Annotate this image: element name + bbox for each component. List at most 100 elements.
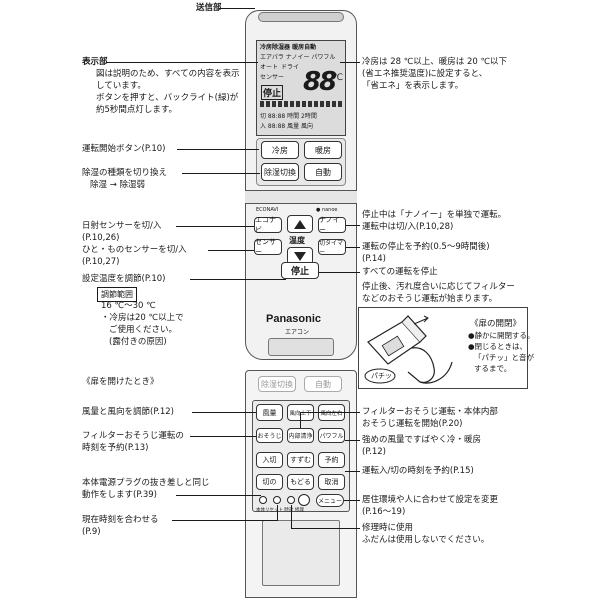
- callout-power-plug1: 本体電源プラグの抜き差しと同じ: [82, 478, 210, 488]
- arrow-up-icon: [294, 219, 306, 229]
- callout-cool-temp1: 冷房は 28 ℃以上、暖房は 20 ℃以下: [362, 57, 508, 67]
- door-click-label: パチッ: [371, 372, 392, 380]
- callout-display-desc2: しています。: [96, 81, 146, 91]
- stop-button[interactable]: 停止: [281, 262, 319, 279]
- callout-sun-sensor: 日射センサーを切/入: [82, 221, 162, 231]
- door-howto1: ●静かに開閉する。: [468, 331, 535, 340]
- cool-note2: ご使用ください。: [109, 325, 178, 335]
- off-timer-button[interactable]: 切タイマー: [318, 239, 346, 256]
- callout-onoff-timer: 運転入/切の時刻を予約(P.15): [362, 466, 474, 476]
- callout-powerful2: (P.12): [362, 447, 386, 457]
- leader-start: [177, 149, 259, 150]
- callout-stop-timer: 運転の停止を予約(0.5～9時間後): [362, 242, 490, 252]
- callout-person-sensor-ref: (P.10,27): [82, 257, 120, 267]
- leader-filter-timer: [190, 436, 256, 437]
- signal-emitter: [258, 12, 344, 22]
- callout-cool-temp2: (省エネ推奨温度)に設定すると、: [362, 69, 488, 79]
- leader-dehumid: [182, 173, 260, 174]
- small-button-labels: 本体リセット 時計 修理: [256, 508, 304, 513]
- cancel-button[interactable]: 取消: [318, 474, 345, 490]
- back-button[interactable]: もどる: [287, 474, 314, 490]
- callout-stop-timer-ref: (P.14): [362, 254, 386, 264]
- lcd-row6: 入 88:88 風量 風向: [260, 123, 314, 130]
- filter-clean-button[interactable]: おそうじ: [256, 428, 283, 443]
- leader-filter-clean-v: [300, 412, 301, 428]
- callout-stop-all: すべての運転を停止: [362, 267, 438, 277]
- econavi-label: ECONAVI: [256, 207, 279, 213]
- sensor-button[interactable]: センサー: [254, 238, 282, 256]
- leader-filter-clean: [300, 412, 360, 413]
- callout-filter-clean1: フィルターおそうじ運転・本体内部: [362, 407, 498, 417]
- callout-power-plug2: 動作をします(P.39): [82, 490, 157, 500]
- bottom-dehumid-button[interactable]: 除湿切換: [258, 376, 296, 392]
- dehumid-switch-button[interactable]: 除湿切換: [261, 163, 299, 181]
- callout-nanoe2: 運転中は切/入(P.10,28): [362, 222, 454, 232]
- callout-nanoe1: 停止中は「ナノイー」を単独で運転。: [362, 210, 507, 220]
- callout-clock2: (P.9): [82, 527, 101, 537]
- product-label: エアコン: [285, 329, 310, 336]
- auto-button[interactable]: 自動: [304, 163, 342, 181]
- lcd-stop: 停止: [261, 85, 284, 100]
- cool-button[interactable]: 冷房: [261, 141, 299, 159]
- callout-display-desc1: 図は説明のため、すべての内容を表示: [96, 69, 240, 79]
- hinge-band: [245, 190, 357, 204]
- leader-person-sensor: [208, 250, 254, 251]
- setting-round-button[interactable]: [298, 494, 310, 506]
- sleep-button[interactable]: すずむ: [287, 452, 314, 468]
- clock-button[interactable]: [273, 496, 281, 504]
- lcd-row5: 切 88:88 時間 2時間: [260, 113, 317, 120]
- internal-clean-button[interactable]: 内部清浄: [287, 428, 314, 443]
- lcd-auto: オート: [260, 64, 279, 71]
- callout-display-title: 表示部: [82, 57, 108, 67]
- door-open-heading: 《扉を開けたとき》: [82, 377, 159, 387]
- menu-button[interactable]: メニュー: [316, 494, 344, 507]
- leader-nanoe: [346, 225, 360, 226]
- door-howto3: 「パチッ」と音が: [474, 353, 534, 362]
- callout-display-desc4: 約5秒間点灯します。: [96, 105, 178, 115]
- leader-clock: [172, 520, 277, 521]
- leader-sun-sensor: [176, 226, 254, 227]
- nanoe-label: ● nanoe: [316, 207, 338, 213]
- callout-filter-timer2: 時刻を予約(P.13): [82, 443, 149, 453]
- arrow-down-icon: [294, 251, 306, 261]
- door-howto-title: 《扉の開閉》: [470, 319, 522, 329]
- callout-temp-adjust: 設定温度を調節(P.10): [82, 274, 166, 284]
- callout-powerful1: 強めの風量ですばやく冷・暖房: [362, 435, 482, 445]
- callout-dehumid-switch: 除湿の種類を切り換え: [82, 168, 168, 178]
- callout-clock1: 現在時刻を合わせる: [82, 515, 159, 525]
- leader-temp: [190, 279, 286, 280]
- reserve-button[interactable]: 予約: [318, 452, 345, 468]
- econavi-button[interactable]: エコナビ: [254, 216, 282, 234]
- callout-filter-timer1: フィルターおそうじ運転の: [82, 431, 184, 441]
- heat-button[interactable]: 暖房: [304, 141, 342, 159]
- callout-dehumid-modes: 除湿 → 除湿弱: [90, 180, 146, 190]
- callout-repair1: 修理時に使用: [362, 523, 414, 533]
- temp-range-label: 調節範囲: [97, 287, 137, 302]
- door-hinge-slot: [262, 520, 340, 586]
- timer-on-button[interactable]: 入切: [256, 452, 283, 468]
- timer-off-button[interactable]: 切の: [256, 474, 283, 490]
- battery-cover: [268, 338, 334, 356]
- powerful-button[interactable]: パワフル: [318, 428, 345, 443]
- leader-signal: [219, 8, 255, 9]
- cool-note3: (露付きの原因): [109, 337, 167, 347]
- door-howto4: するまで。: [474, 364, 512, 373]
- temp-label: 温度: [289, 236, 305, 245]
- temp-range: 16 ℃～30 ℃: [101, 301, 156, 311]
- reset-button[interactable]: [259, 496, 267, 504]
- leader-display: [106, 62, 258, 63]
- leader-repair: [291, 528, 360, 529]
- callout-start-button: 運転開始ボタン(P.10): [82, 144, 166, 154]
- bottom-auto-button[interactable]: 自動: [304, 376, 342, 392]
- lcd-unit: ℃: [333, 73, 344, 83]
- lcd-dry: ドライ: [281, 64, 300, 71]
- callout-env-setting2: (P.16～19): [362, 507, 406, 517]
- temp-up-button[interactable]: [287, 215, 313, 233]
- fan-speed-button[interactable]: 風量: [256, 404, 283, 421]
- nanoe-button[interactable]: ナノイー: [318, 216, 346, 234]
- hand-opening-remote-illustration: [364, 315, 453, 384]
- leader-env-setting: [344, 500, 360, 501]
- repair-button[interactable]: [287, 496, 295, 504]
- lcd-bars: [260, 101, 344, 107]
